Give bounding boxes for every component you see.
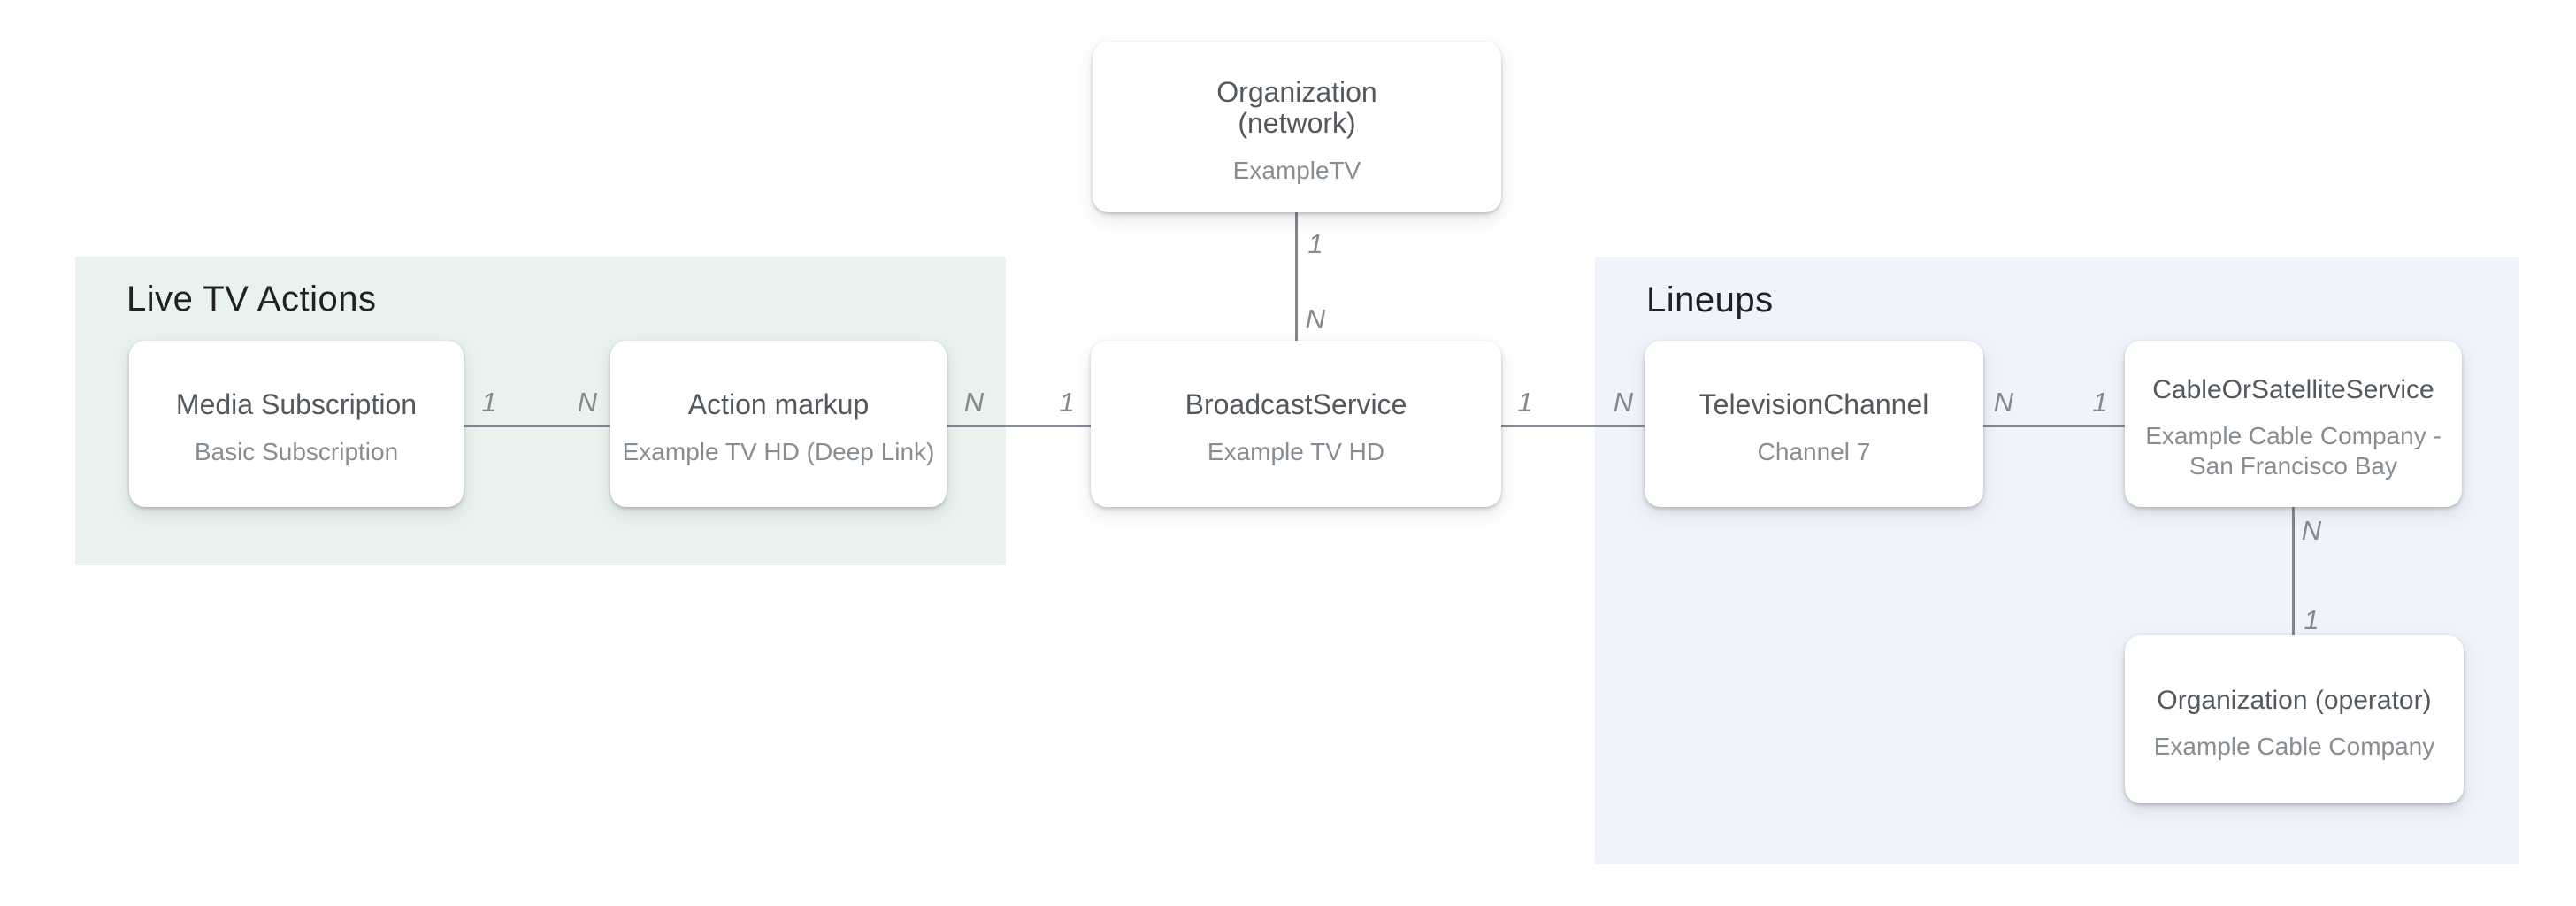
entity-title-line: (network) [1238,107,1356,140]
cardinality-media-side-1: 1 [481,387,497,418]
entity-subtitle-cable-or-satellite-service: Example Cable Company -San Francisco Bay [2145,421,2442,481]
entity-subtitle-action-markup: Example TV HD (Deep Link) [623,437,935,467]
entity-title-line: Media Subscription [175,388,418,420]
entity-title-line: CableOrSatelliteService [2152,375,2434,405]
entity-title-line: TelevisionChannel [1698,388,1929,420]
entity-node-action-markup: Action markup Example TV HD (Deep Link) [610,341,947,507]
cardinality-cable-side-1: 1 [2092,387,2108,418]
entity-title-line: BroadcastService [1184,388,1407,420]
entity-node-organization-network: Organization(network) ExampleTV [1092,42,1501,212]
entity-title-television-channel: TelevisionChannel [1698,388,1929,421]
cardinality-broadcast-side-1b: 1 [1517,387,1533,418]
cardinality-action-side-n2: N [963,387,985,418]
entity-subtitle-line: San Francisco Bay [2189,451,2397,480]
entity-title-organization-network: Organization(network) [1216,75,1377,141]
entity-subtitle-broadcast-service: Example TV HD [1208,437,1384,467]
entity-title-line: Action markup [687,388,870,420]
entity-title-organization-operator: Organization (operator) [2157,686,2431,716]
entity-subtitle-line: Channel 7 [1757,437,1871,465]
entity-subtitle-line: Example TV HD (Deep Link) [622,437,935,465]
relationship-line-action-to-broadcast [947,425,1091,427]
entity-subtitle-line: ExampleTV [1232,157,1361,185]
cardinality-operator-top-1: 1 [2304,604,2319,635]
entity-node-television-channel: TelevisionChannel Channel 7 [1644,341,1983,507]
relationship-line-cable-to-operator [2292,507,2295,635]
entity-title-action-markup: Action markup [687,388,870,421]
relationship-line-media-to-action [464,425,610,427]
cardinality-tvchannel-side-n: N [1613,387,1634,418]
cardinality-broadcast-top-n: N [1305,303,1326,334]
group-heading-live-tv-actions: Live TV Actions [126,280,377,319]
entity-subtitle-line: Example TV HD [1207,437,1385,465]
group-heading-lineups: Lineups [1646,280,1774,319]
entity-title-broadcast-service: BroadcastService [1184,388,1407,421]
entity-title-media-subscription: Media Subscription [175,388,418,421]
entity-subtitle-organization-network: ExampleTV [1233,156,1361,186]
relationship-line-broadcast-to-tvchannel [1501,425,1644,427]
entity-node-media-subscription: Media Subscription Basic Subscription [129,341,464,507]
cardinality-broadcast-side-1: 1 [1059,387,1075,418]
cardinality-tvchannel-side-n2: N [1993,387,2014,418]
entity-subtitle-organization-operator: Example Cable Company [2154,732,2435,762]
entity-subtitle-line: Basic Subscription [194,437,399,465]
entity-subtitle-television-channel: Channel 7 [1758,437,1871,467]
entity-title-line: Organization (operator) [2157,686,2432,716]
relationship-line-network-to-broadcast [1295,212,1298,341]
entity-subtitle-line: Example Cable Company [2153,732,2435,760]
cardinality-cable-bottom-n: N [2301,515,2322,546]
entity-subtitle-media-subscription: Basic Subscription [195,437,398,467]
cardinality-network-side-1: 1 [1307,228,1323,259]
entity-title-line: Organization [1216,75,1377,108]
cardinality-action-side-n: N [577,387,598,418]
entity-subtitle-line: Example Cable Company - [2145,421,2442,449]
entity-title-cable-or-satellite-service: CableOrSatelliteService [2152,375,2434,405]
entity-node-cable-or-satellite-service: CableOrSatelliteService Example Cable Co… [2125,341,2462,507]
entity-node-organization-operator: Organization (operator) Example Cable Co… [2125,635,2464,803]
relationship-line-tvchannel-to-cable [1983,425,2125,427]
entity-node-broadcast-service: BroadcastService Example TV HD [1091,341,1501,507]
